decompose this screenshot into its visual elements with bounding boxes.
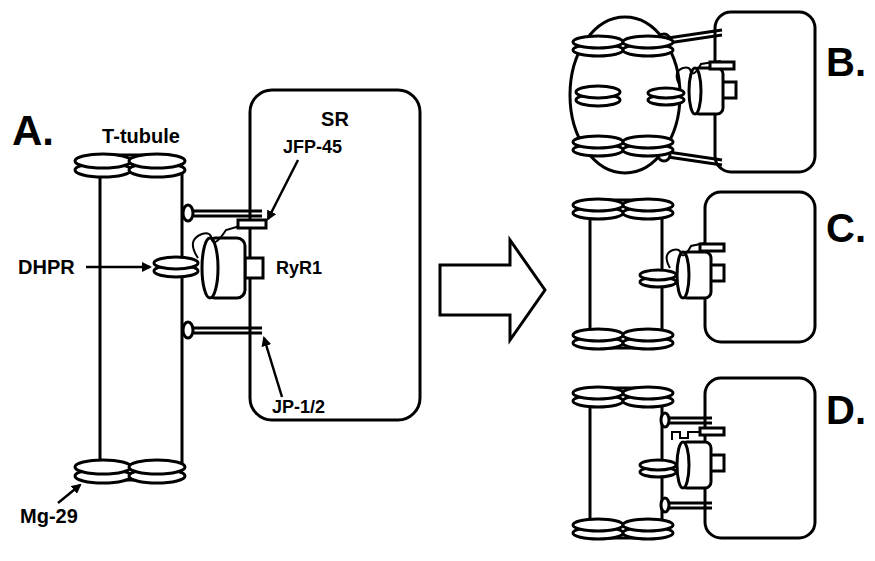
- mg29-symbols: [75, 154, 185, 483]
- panel-letter: B.: [826, 40, 866, 84]
- t-tubule-box: T-tubule: [100, 155, 182, 480]
- leader-lines: [58, 160, 298, 503]
- panel-letter: D.: [826, 388, 866, 432]
- protein-label: Mg-29: [20, 505, 78, 527]
- transition-arrow: [440, 240, 545, 340]
- dhpr-loop: [193, 226, 240, 258]
- panel-letter: A.: [12, 108, 54, 154]
- jfp45-symbol: [700, 428, 724, 435]
- ryr1-symbol: [202, 238, 263, 298]
- dhpr-symbol: [648, 88, 684, 105]
- protein-label: RyR1: [276, 259, 322, 279]
- jfp45-symbol: [238, 220, 266, 228]
- panel-letter: C.: [826, 206, 866, 250]
- dhpr-symbol: [640, 460, 676, 477]
- sr-outline: [715, 12, 815, 172]
- sr-outline: [705, 192, 815, 342]
- node-heading: T-tubule: [102, 125, 180, 147]
- sr-outline: [250, 90, 420, 420]
- protein-label: DHPR: [18, 256, 75, 278]
- protein-label: JP-1/2: [272, 398, 325, 418]
- node-heading: SR: [321, 108, 349, 130]
- jfp45-symbol: [710, 62, 734, 69]
- ryr1-symbol: [677, 442, 724, 488]
- dhpr-symbol: [640, 270, 676, 287]
- dhpr-symbol: [154, 257, 198, 277]
- sr-outline: [705, 378, 815, 538]
- ryr1-symbol: [677, 252, 724, 298]
- t-tubule-outline: [100, 155, 182, 480]
- ryr1-symbol: [689, 68, 736, 114]
- jfp45-symbol: [700, 244, 724, 251]
- protein-label: JFP-45: [283, 138, 342, 158]
